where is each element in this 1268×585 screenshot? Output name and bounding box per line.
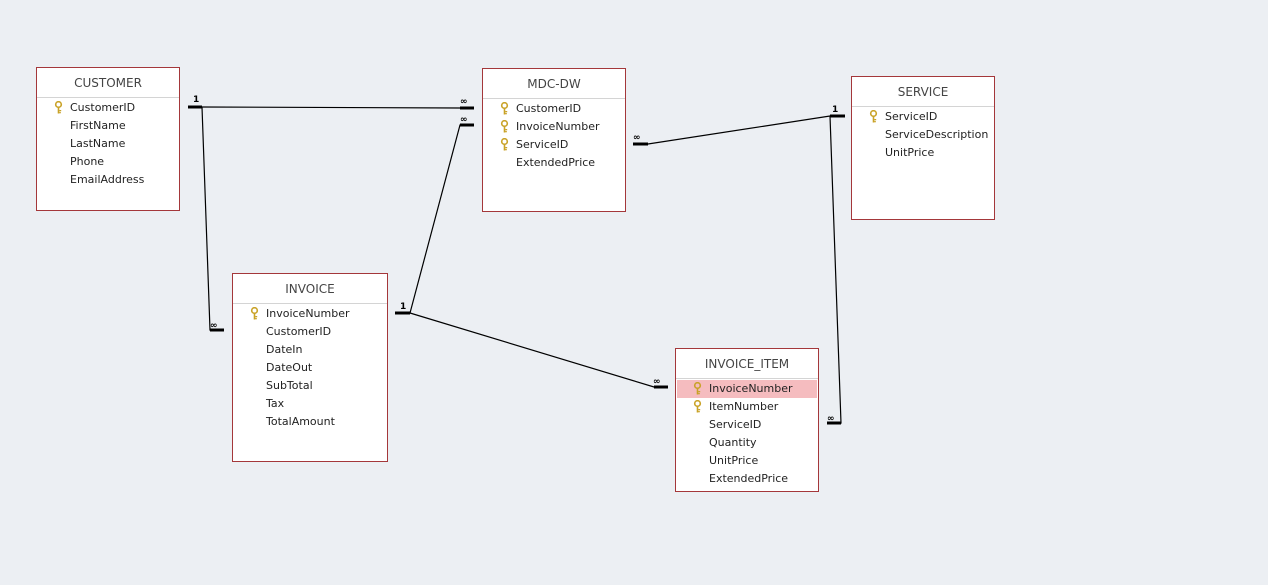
primary-key-icon [500, 120, 509, 133]
field-row[interactable]: SubTotal [234, 377, 386, 395]
relationship-line[interactable] [409, 312, 668, 388]
field-name: FirstName [70, 119, 126, 132]
field-name: CustomerID [516, 102, 582, 115]
cardinality-many-label: ∞ [827, 414, 835, 424]
relationship-line[interactable] [201, 106, 224, 331]
field-row[interactable]: ItemNumber [677, 398, 817, 416]
field-row[interactable]: ServiceID [853, 108, 993, 126]
field-name: ItemNumber [709, 400, 779, 413]
field-name: CustomerID [266, 325, 332, 338]
field-name: SubTotal [266, 379, 313, 392]
field-name: ServiceDescription [885, 128, 989, 141]
field-name: ExtendedPrice [709, 472, 789, 485]
field-row[interactable]: Phone [38, 153, 178, 171]
relationship-invoice-mdcdw[interactable]: 1∞ [395, 115, 474, 315]
field-row[interactable]: CustomerID [38, 99, 178, 117]
field-name: ServiceID [885, 110, 938, 123]
field-row[interactable]: InvoiceNumber [234, 305, 386, 323]
field-row[interactable]: ExtendedPrice [484, 154, 624, 172]
relationship-invoice-invoiceitem[interactable]: ∞ [409, 312, 668, 389]
table-title[interactable]: SERVICE [852, 77, 994, 107]
relationship-line[interactable] [188, 106, 474, 109]
cardinality-many-label: ∞ [210, 321, 218, 331]
field-row[interactable]: TotalAmount [234, 413, 386, 431]
relationship-service-mdcdw[interactable]: 1∞ [633, 105, 845, 146]
field-name: EmailAddress [70, 173, 145, 186]
field-row[interactable]: InvoiceNumber [484, 118, 624, 136]
cardinality-many-label: ∞ [460, 115, 468, 125]
field-row[interactable]: ServiceDescription [853, 126, 993, 144]
field-row[interactable]: ExtendedPrice [677, 470, 817, 488]
primary-key-icon [500, 138, 509, 151]
field-name: ServiceID [516, 138, 569, 151]
field-name: InvoiceNumber [266, 307, 350, 320]
field-name: DateOut [266, 361, 313, 374]
field-name: InvoiceNumber [516, 120, 600, 133]
field-name: ExtendedPrice [516, 156, 596, 169]
table-title[interactable]: MDC-DW [483, 69, 625, 99]
relationship-line[interactable] [395, 124, 474, 314]
cardinality-many-label: ∞ [460, 97, 468, 107]
field-row[interactable]: CustomerID [484, 100, 624, 118]
field-name: Tax [266, 397, 285, 410]
field-name: LastName [70, 137, 126, 150]
field-row[interactable]: UnitPrice [677, 452, 817, 470]
primary-key-icon [693, 382, 702, 395]
field-row[interactable]: DateIn [234, 341, 386, 359]
field-name: DateIn [266, 343, 303, 356]
relationship-service-invoiceitem[interactable]: ∞ [827, 115, 842, 425]
field-row[interactable]: LastName [38, 135, 178, 153]
field-name: CustomerID [70, 101, 136, 114]
field-row[interactable]: EmailAddress [38, 171, 178, 189]
field-row[interactable]: DateOut [234, 359, 386, 377]
table-title[interactable]: INVOICE [233, 274, 387, 304]
primary-key-icon [54, 101, 63, 114]
cardinality-many-label: ∞ [653, 377, 661, 387]
table-title[interactable]: CUSTOMER [37, 68, 179, 98]
field-row[interactable]: UnitPrice [853, 144, 993, 162]
field-row[interactable]: Quantity [677, 434, 817, 452]
field-row[interactable]: ServiceID [484, 136, 624, 154]
field-name: InvoiceNumber [709, 382, 793, 395]
field-row[interactable]: CustomerID [234, 323, 386, 341]
relationship-line[interactable] [633, 115, 845, 145]
field-row[interactable]: Tax [234, 395, 386, 413]
primary-key-icon [500, 102, 509, 115]
relationship-customer-mdcdw[interactable]: 1∞ [188, 95, 474, 110]
primary-key-icon [693, 400, 702, 413]
field-row[interactable]: InvoiceNumber [677, 380, 817, 398]
cardinality-one-label: 1 [832, 105, 838, 115]
field-name: Phone [70, 155, 105, 168]
field-name: UnitPrice [885, 146, 935, 159]
field-name: TotalAmount [266, 415, 335, 428]
field-name: Quantity [709, 436, 757, 449]
cardinality-one-label: 1 [193, 95, 199, 105]
field-name: UnitPrice [709, 454, 759, 467]
field-row[interactable]: FirstName [38, 117, 178, 135]
primary-key-icon [869, 110, 878, 123]
primary-key-icon [250, 307, 259, 320]
relationship-line[interactable] [827, 115, 842, 424]
field-row[interactable]: ServiceID [677, 416, 817, 434]
relationship-customer-invoice[interactable]: ∞ [201, 106, 224, 332]
cardinality-many-label: ∞ [633, 133, 641, 143]
cardinality-one-label: 1 [400, 302, 406, 312]
field-name: ServiceID [709, 418, 762, 431]
table-title[interactable]: INVOICE_ITEM [676, 349, 818, 379]
